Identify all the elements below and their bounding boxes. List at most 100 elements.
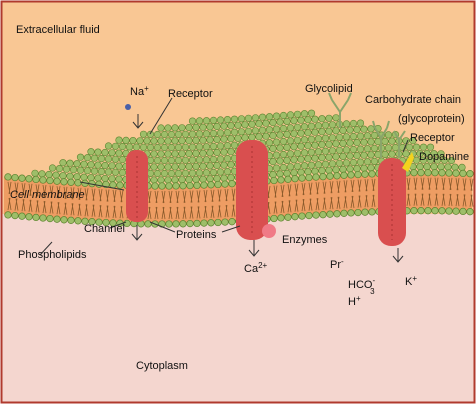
lipid-raft-sphere <box>179 125 186 132</box>
phospholipid-head <box>208 220 215 227</box>
lipid-raft-sphere <box>161 131 168 138</box>
lipid-raft-sphere <box>88 174 95 181</box>
lipid-raft-sphere <box>189 118 196 125</box>
lipid-raft-sphere <box>298 143 305 150</box>
lipid-raft-sphere <box>368 165 375 172</box>
lipid-raft-sphere <box>207 137 214 144</box>
lipid-raft-sphere <box>210 169 217 176</box>
lipid-raft-sphere <box>210 117 217 124</box>
lipid-raft-sphere <box>168 170 175 177</box>
lipid-raft-sphere <box>329 148 336 155</box>
phospholipid-head <box>222 181 229 188</box>
lipid-raft-sphere <box>277 119 284 126</box>
lipid-raft-sphere <box>109 163 116 170</box>
lipid-raft-sphere <box>196 144 203 151</box>
lipid-raft-sphere <box>333 141 340 148</box>
lipid-raft-sphere <box>277 171 284 178</box>
phospholipid-head <box>369 209 376 216</box>
lipid-raft-sphere <box>357 159 364 166</box>
phospholipid-head <box>271 215 278 222</box>
lipid-raft-sphere <box>333 128 340 135</box>
phospholipid-head <box>355 209 362 216</box>
lipid-raft-sphere <box>193 137 200 144</box>
lipid-raft-sphere <box>308 136 315 143</box>
lipid-raft-sphere <box>102 175 109 182</box>
lipid-raft-sphere <box>312 116 319 123</box>
phospholipid-head <box>327 173 334 180</box>
lipid-raft-sphere <box>308 162 315 169</box>
lipid-raft-sphere <box>340 166 347 173</box>
lipid-raft-sphere <box>60 172 67 179</box>
lipid-raft-sphere <box>175 170 182 177</box>
lipid-raft-sphere <box>119 156 126 163</box>
lipid-raft-sphere <box>277 158 284 165</box>
lipid-raft-sphere <box>196 131 203 138</box>
lipid-raft-sphere <box>273 165 280 172</box>
lipid-raft-sphere <box>291 118 298 125</box>
lipid-raft-sphere <box>301 149 308 156</box>
lipid-raft-sphere <box>326 115 333 122</box>
lipid-raft-sphere <box>308 123 315 130</box>
lipid-raft-sphere <box>207 124 214 131</box>
lipid-raft-sphere <box>158 164 165 171</box>
lipid-raft-sphere <box>119 143 126 150</box>
lipid-raft-sphere <box>133 144 140 151</box>
phospholipid-head <box>341 210 348 217</box>
lipid-raft-sphere <box>200 137 207 144</box>
lipid-raft-sphere <box>385 145 392 152</box>
lipid-raft-sphere <box>147 170 154 177</box>
lipid-raft-sphere <box>214 175 221 182</box>
lipid-raft-sphere <box>263 133 270 140</box>
phospholipid-head <box>173 183 180 190</box>
lipid-raft-sphere <box>200 176 207 183</box>
lipid-raft-sphere <box>109 176 116 183</box>
lipid-raft-sphere <box>165 125 172 132</box>
lipid-raft-sphere <box>56 165 63 172</box>
lipid-raft-sphere <box>280 112 287 119</box>
sodium-ion-dot <box>125 104 131 110</box>
lipid-raft-sphere <box>270 158 277 165</box>
lipid-raft-sphere <box>333 167 340 174</box>
phospholipid-head <box>362 209 369 216</box>
lipid-raft-sphere <box>266 139 273 146</box>
lipid-raft-sphere <box>196 170 203 177</box>
lipid-raft-sphere <box>217 143 224 150</box>
lipid-raft-sphere <box>382 151 389 158</box>
lipid-raft-sphere <box>287 138 294 145</box>
lipid-raft-sphere <box>361 126 368 133</box>
lipid-raft-sphere <box>203 169 210 176</box>
lipid-raft-sphere <box>364 145 371 152</box>
lipid-raft-sphere <box>287 151 294 158</box>
phospholipid-head <box>26 214 33 221</box>
phospholipid-head <box>33 214 40 221</box>
phospholipid-head <box>159 183 166 190</box>
phospholipid-head <box>61 179 68 186</box>
phospholipid-head <box>439 170 446 177</box>
lipid-raft-sphere <box>112 169 119 176</box>
lipid-raft-sphere <box>81 161 88 168</box>
lipid-raft-sphere <box>217 117 224 124</box>
phospholipid-head <box>68 217 75 224</box>
lipid-raft-sphere <box>242 122 249 129</box>
phospholipid-head <box>19 213 26 220</box>
lipid-raft-sphere <box>221 162 228 169</box>
lipid-raft-sphere <box>200 150 207 157</box>
lipid-raft-sphere <box>112 143 119 150</box>
phospholipid-head <box>215 219 222 226</box>
lipid-raft-sphere <box>347 153 354 160</box>
lipid-raft-sphere <box>336 134 343 141</box>
lipid-raft-sphere <box>126 144 133 151</box>
lipid-raft-sphere <box>420 144 427 151</box>
phospholipid-head <box>460 170 467 177</box>
lipid-raft-sphere <box>235 135 242 142</box>
lipid-raft-sphere <box>231 116 238 123</box>
lipid-raft-sphere <box>347 127 354 134</box>
lipid-raft-sphere <box>77 154 84 161</box>
lipid-raft-sphere <box>186 137 193 144</box>
lipid-raft-sphere <box>266 113 273 120</box>
lipid-raft-sphere <box>175 157 182 164</box>
lipid-raft-sphere <box>336 147 343 154</box>
lipid-raft-sphere <box>81 174 88 181</box>
lipid-raft-sphere <box>249 134 256 141</box>
lipid-raft-sphere <box>305 116 312 123</box>
